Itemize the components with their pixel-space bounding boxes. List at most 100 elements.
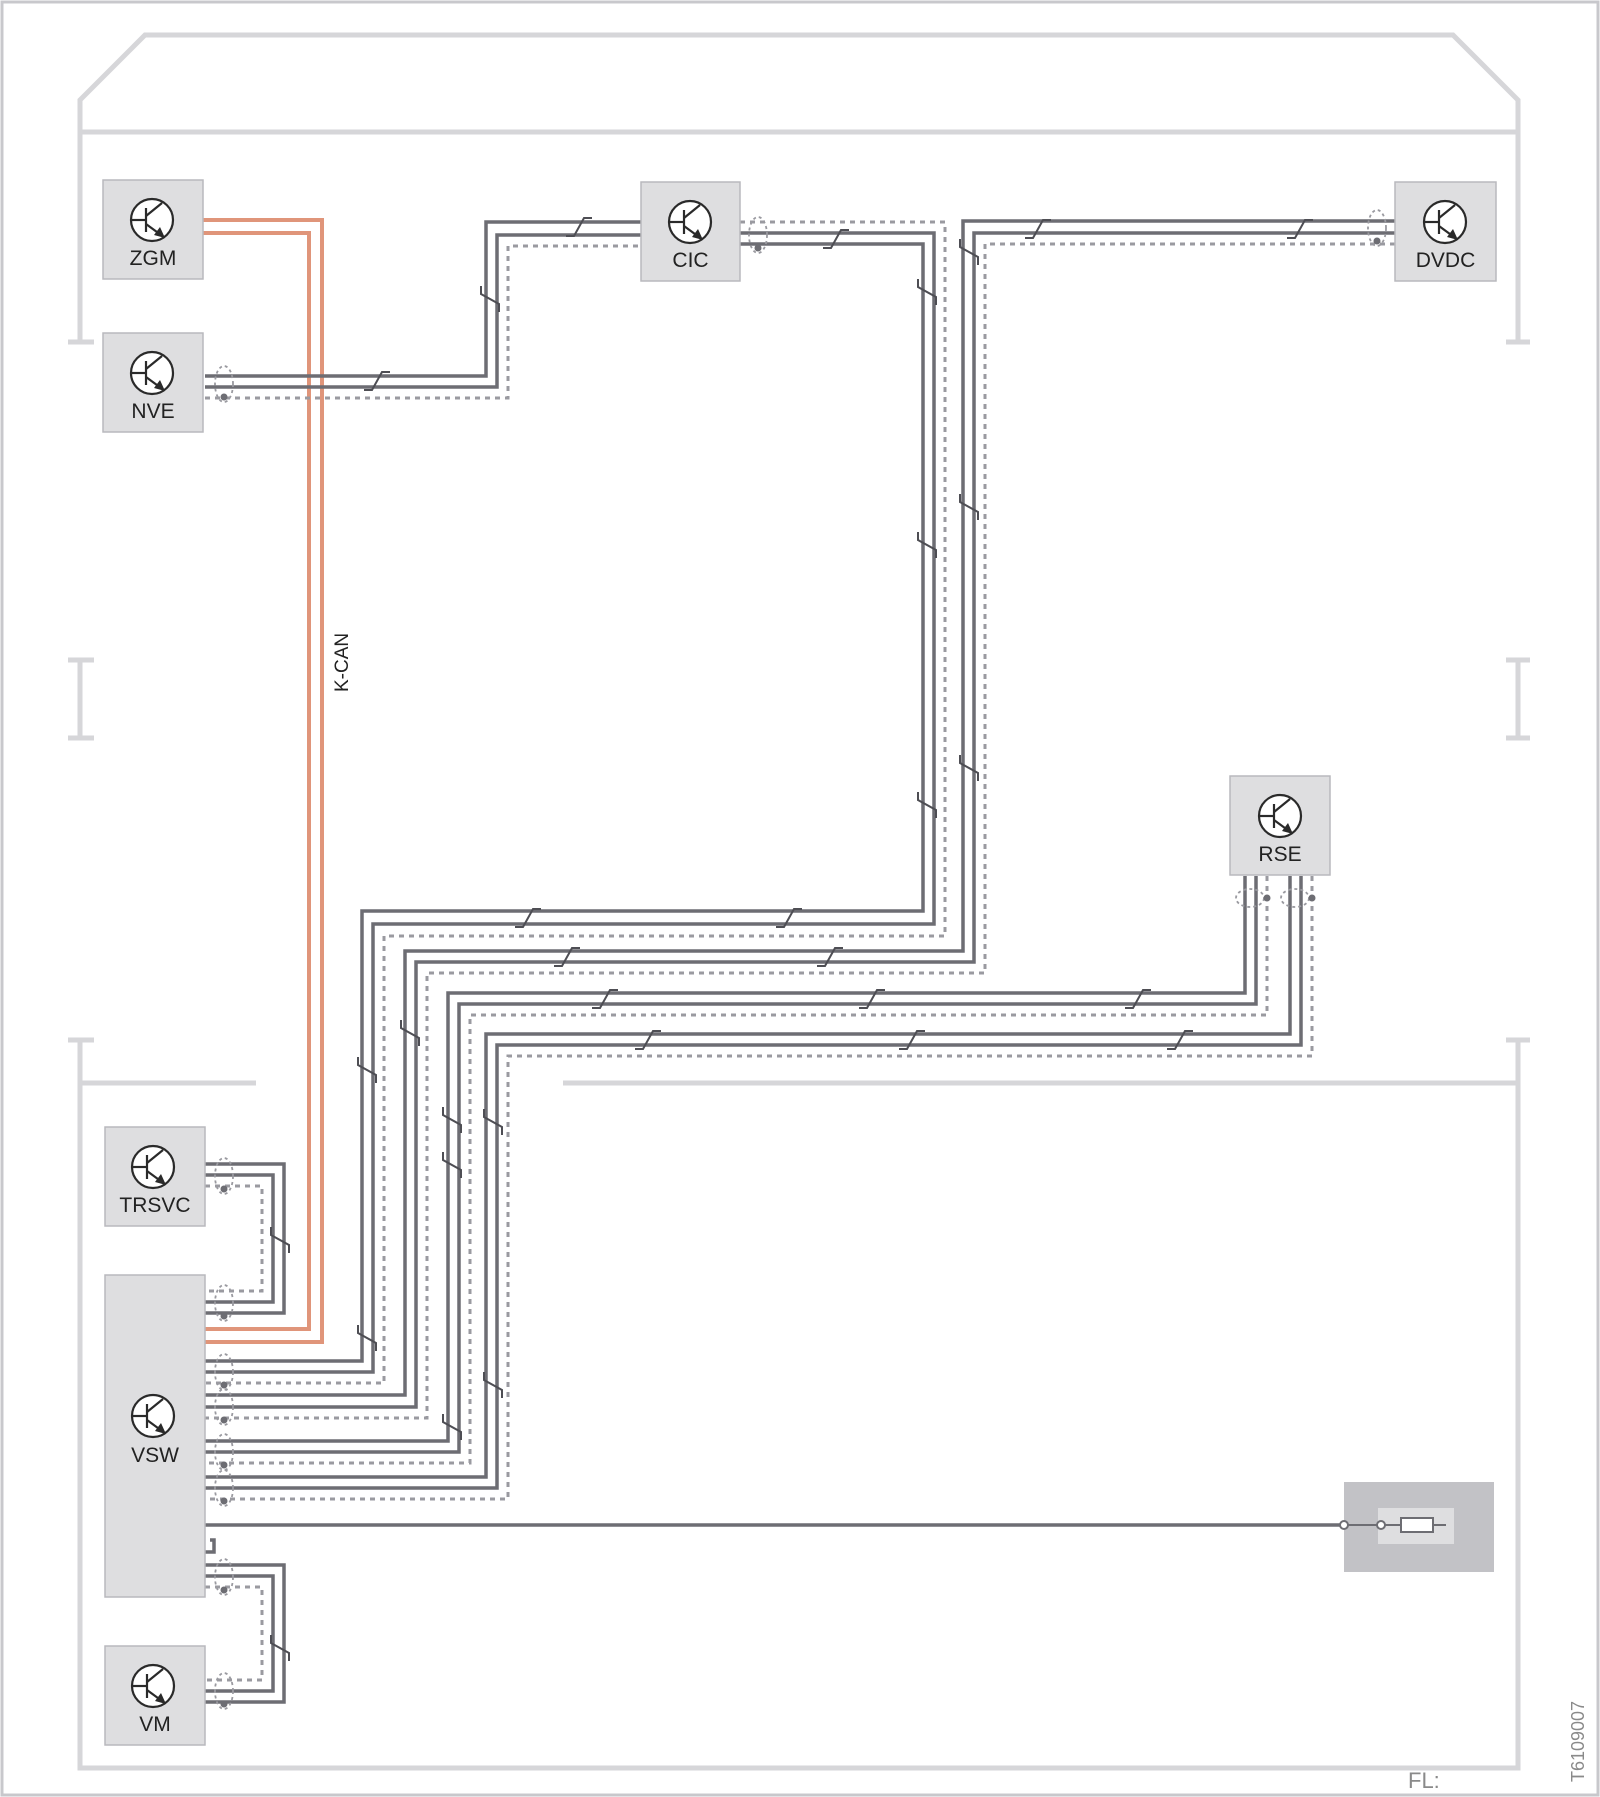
trsvc-vsw-shield — [205, 1184, 264, 1293]
shield-connector — [214, 365, 234, 403]
shield-connector — [214, 1353, 234, 1391]
twist-marker — [357, 1325, 377, 1351]
unit-label: DVDC — [1416, 249, 1476, 272]
twist-marker — [480, 286, 500, 312]
ground-point — [754, 244, 762, 252]
transistor-icon — [130, 1393, 176, 1439]
nve-cic-wire — [205, 220, 641, 378]
rse-vsw-wire — [205, 876, 1292, 1479]
twist-marker — [776, 908, 802, 928]
shield-connector — [214, 1558, 234, 1596]
transistor-icon — [130, 1144, 176, 1190]
rse-vsw-wire — [205, 876, 1258, 1454]
twist-marker — [400, 1020, 420, 1046]
cic-vsw-shield — [205, 220, 947, 1385]
ground-point — [1263, 894, 1271, 902]
vsw-vm-wire — [205, 1574, 275, 1693]
twist-marker — [270, 1227, 290, 1253]
unit-label: VSW — [131, 1444, 179, 1467]
unit-label: RSE — [1258, 843, 1301, 866]
ground-point — [220, 1586, 228, 1594]
twist-marker — [1125, 989, 1151, 1009]
twist-marker — [1287, 219, 1313, 239]
shield-connector — [214, 1388, 234, 1426]
dvdc-vsw-wire — [205, 231, 1395, 1409]
transistor-icon — [130, 1663, 176, 1709]
cic-vsw-wire — [205, 231, 936, 1374]
fuse-icon — [1400, 1517, 1434, 1533]
unit-nve: NVE — [102, 332, 204, 433]
unit-dvdc: DVDC — [1394, 181, 1497, 282]
ground-point — [220, 1312, 228, 1320]
unit-label: NVE — [131, 400, 174, 423]
twist-marker — [483, 1372, 503, 1398]
twist-marker — [592, 989, 618, 1009]
unit-label: TRSVC — [119, 1194, 190, 1217]
power-supply — [205, 1482, 1494, 1572]
rse-vsw-shield — [205, 876, 1269, 1465]
unit-label: ZGM — [130, 247, 177, 270]
twist-marker — [817, 947, 843, 967]
twist-marker — [442, 1414, 462, 1440]
rse-vsw-wire — [205, 876, 1247, 1443]
twist-marker — [959, 494, 979, 520]
twist-marker — [1025, 219, 1051, 239]
unit-label: VM — [139, 1713, 171, 1736]
k-can-wire-a — [203, 218, 324, 1344]
shield-connector — [748, 216, 768, 254]
unit-rse: RSE — [1229, 775, 1331, 876]
twist-marker — [859, 989, 885, 1009]
unit-vm: VM — [104, 1645, 206, 1746]
shield-connector — [214, 1469, 234, 1507]
cic-vsw-wire — [205, 242, 925, 1363]
vehicle-outline — [68, 32, 1530, 1771]
k-can-label: K-CAN — [332, 633, 353, 692]
ground-point — [220, 1381, 228, 1389]
trsvc-vsw-wire — [205, 1162, 286, 1315]
twist-marker — [917, 532, 937, 558]
twist-marker — [364, 371, 390, 391]
ground-point — [220, 393, 228, 401]
fuse-terminal — [1339, 1520, 1349, 1530]
nve-cic-shield — [205, 244, 641, 400]
dvdc-vsw-wire — [205, 219, 1395, 1397]
unit-box — [102, 332, 204, 433]
ground-point — [220, 1416, 228, 1424]
unit-box — [1394, 181, 1497, 282]
transistor-icon — [1422, 199, 1468, 245]
ground-point — [220, 1497, 228, 1505]
reference-number: T6109007 — [1568, 1701, 1588, 1782]
shield-connector — [214, 1157, 234, 1195]
shield-connector — [214, 1433, 234, 1471]
fl-label: FL: — [1408, 1768, 1440, 1793]
shield-connector — [214, 1284, 234, 1322]
ground-point — [220, 1700, 228, 1708]
twist-marker — [917, 279, 937, 305]
unit-zgm: ZGM — [102, 179, 204, 280]
dvdc-vsw-shield — [205, 242, 1395, 1420]
twist-marker — [442, 1107, 462, 1133]
unit-vsw: VSW — [104, 1274, 206, 1598]
transistor-icon — [667, 199, 713, 245]
twist-marker — [959, 755, 979, 781]
dvdc-vsw-wire — [205, 1538, 216, 1554]
twist-marker — [566, 217, 592, 237]
twist-marker — [959, 239, 979, 265]
twist-marker — [554, 947, 580, 967]
twist-marker — [635, 1030, 661, 1050]
twist-marker — [899, 1030, 925, 1050]
k-can-wire-b — [203, 231, 311, 1331]
vsw-vm-shield — [205, 1585, 264, 1682]
k-can-bus — [203, 218, 324, 1344]
trsvc-vsw-wire — [205, 1173, 275, 1304]
ground-point — [220, 1461, 228, 1469]
ground-point — [220, 1185, 228, 1193]
rse-vsw-wire — [205, 876, 1303, 1490]
twist-marker — [357, 1057, 377, 1083]
shield-connector — [1367, 209, 1387, 247]
shield-connector — [1235, 888, 1265, 908]
transistor-icon — [129, 350, 175, 396]
